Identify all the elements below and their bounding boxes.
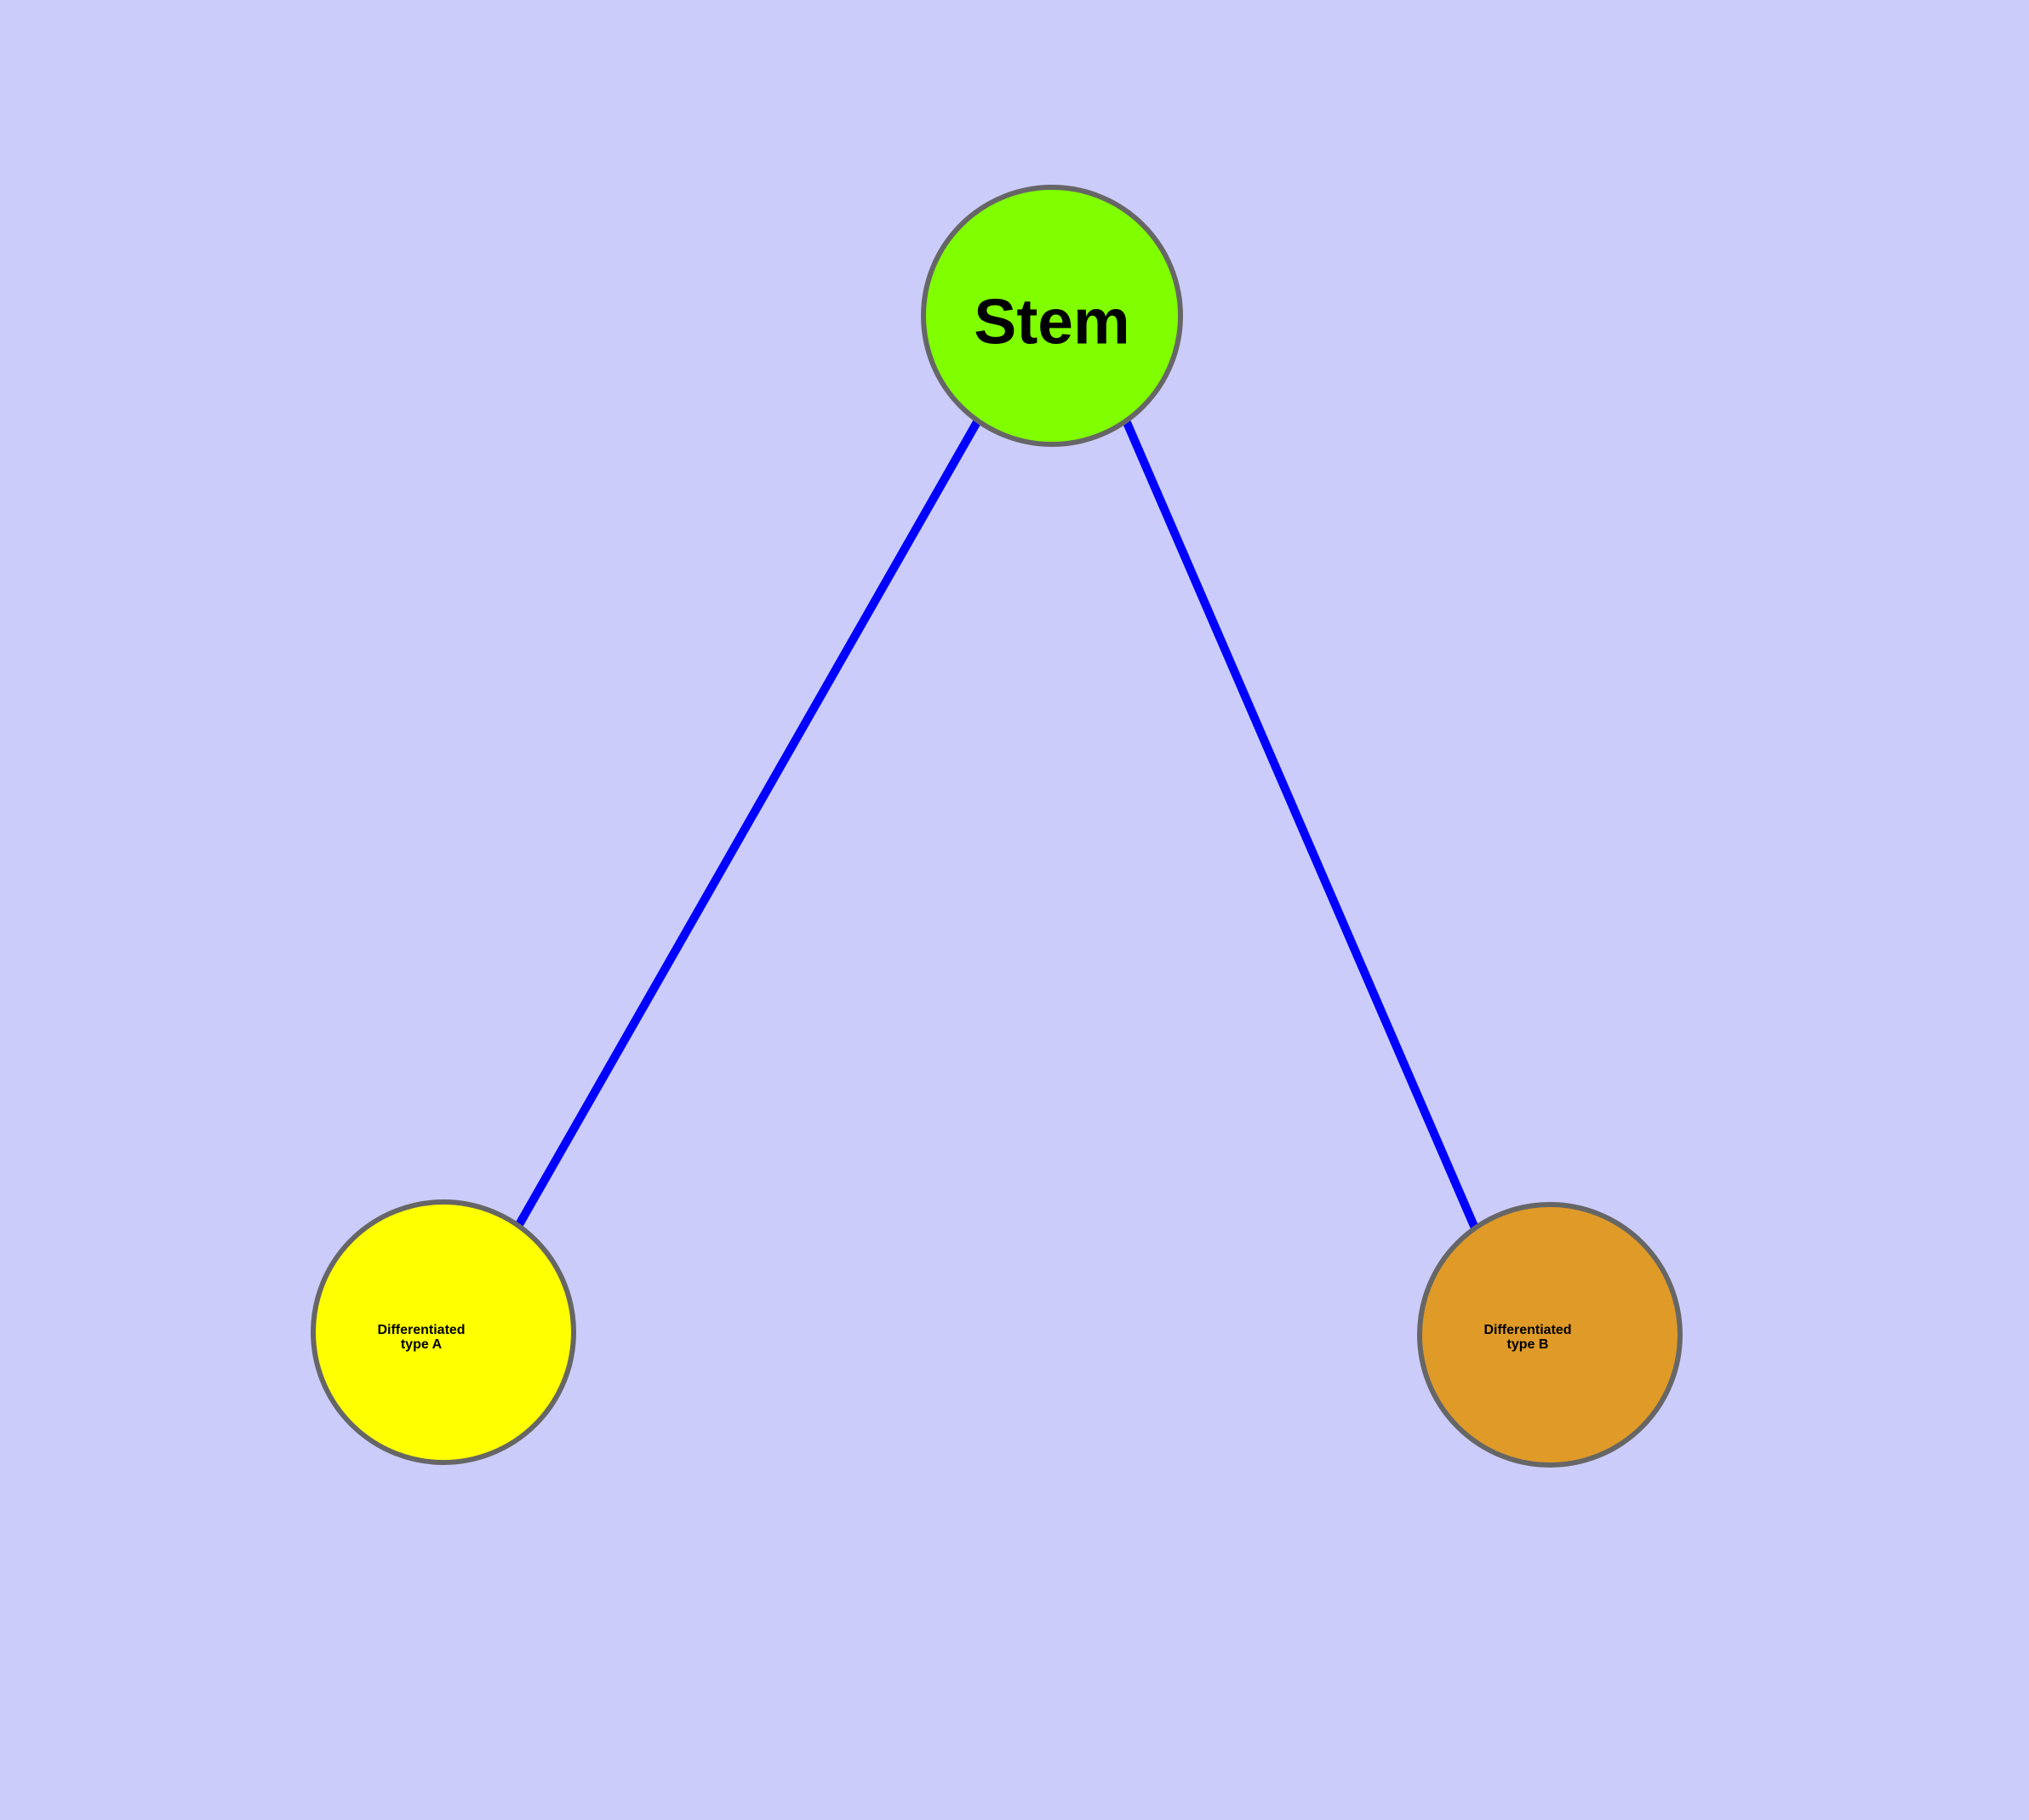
- node-diff-a[interactable]: [311, 1199, 576, 1465]
- node-layer: [311, 185, 1683, 1468]
- node-diff-b[interactable]: [1417, 1202, 1683, 1468]
- node-stem[interactable]: [921, 185, 1183, 447]
- edge-stem-to-diff-b[interactable]: [1122, 419, 1480, 1232]
- edge-layer: [513, 418, 1480, 1232]
- edge-stem-to-diff-a[interactable]: [513, 418, 982, 1230]
